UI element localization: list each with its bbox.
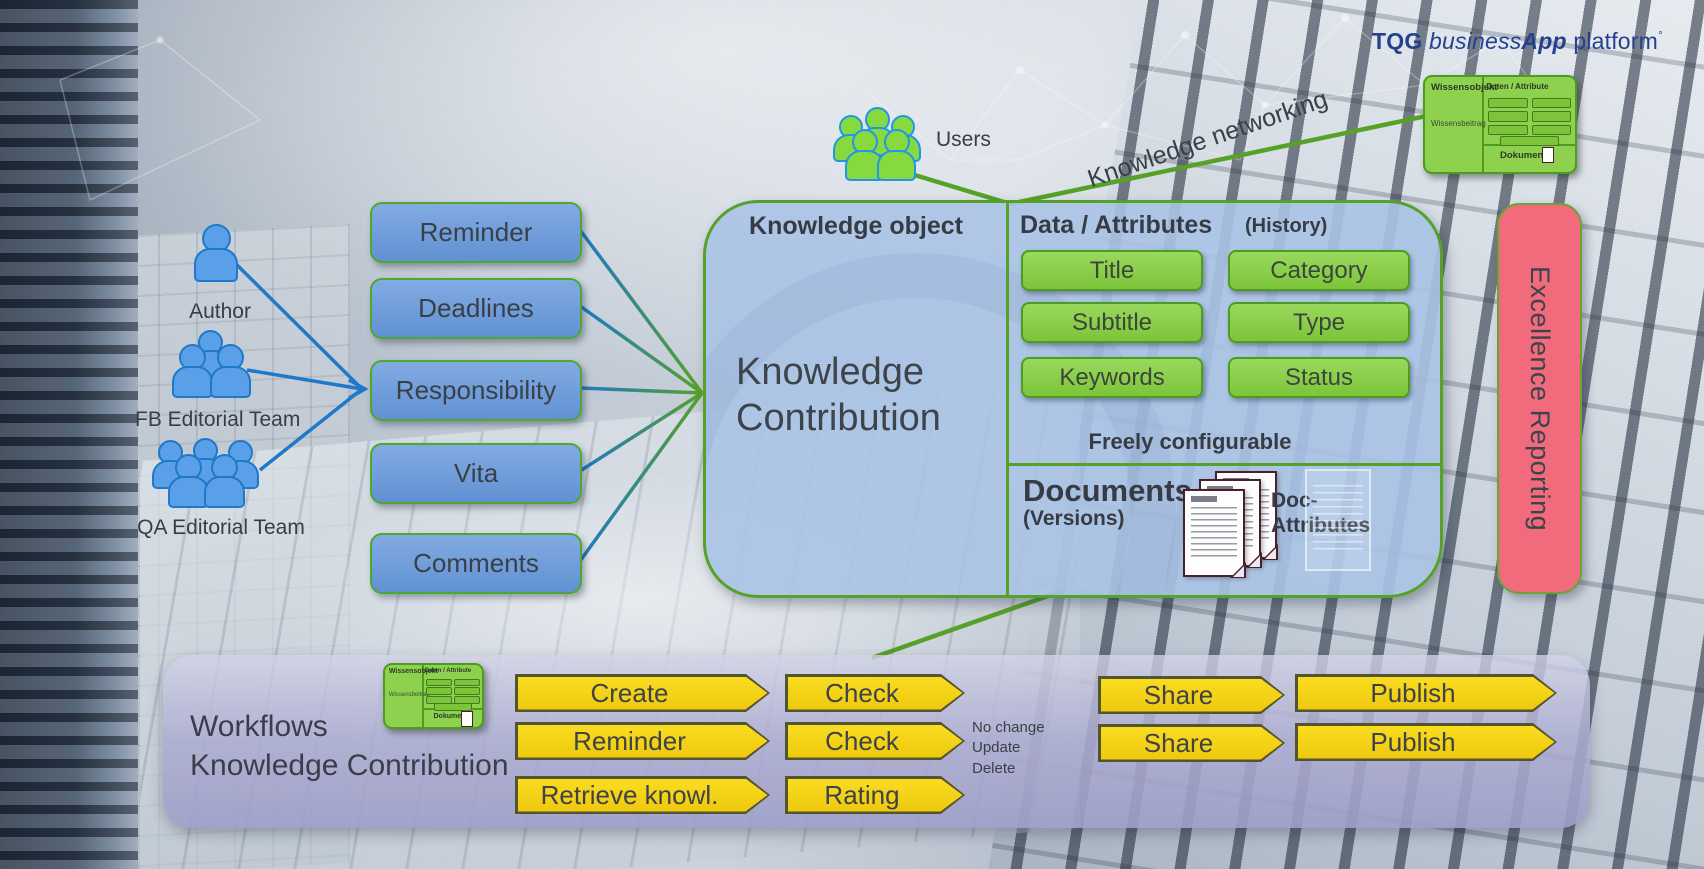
workflow-arrow-rating: Rating [785,776,965,814]
knowledge-contribution-title: Knowledge Contribution [736,351,941,440]
mini-field-chip [425,687,452,695]
mini-document-icon [1542,147,1554,164]
workflow-arrow-publish-1: Publish [1295,674,1557,712]
mini-field-chip [1500,135,1559,147]
mini-field-chip [1531,97,1571,109]
mini-field-chip [1488,124,1528,136]
workflow-arrow-share-2: Share [1098,724,1285,762]
freely-configurable-label: Freely configurable [1088,429,1292,454]
option-box-vita: Vita [370,443,582,504]
workflow-arrow-publish-2: Publish [1295,723,1557,761]
mini-data-label: Daten / Attribute [424,668,472,675]
mini-field-chip [1531,124,1571,136]
horizontal-divider [1009,463,1440,466]
workflow-arrow-share-1: Share [1098,676,1285,714]
field-type: Type [1228,302,1410,343]
mini-document-icon [460,710,473,727]
network-constellation-lines [59,16,1561,202]
ghost-document-icon [1305,469,1371,571]
workflow-arrow-create: Create [515,674,770,712]
logo-tqg: TQG [1372,28,1423,54]
logo-platform: platform [1573,28,1659,54]
option-box-deadlines: Deadlines [370,278,582,339]
data-attributes-header: Data / Attributes [1020,211,1213,239]
mini-field-chip [1531,111,1571,122]
mini-knowledge-diagram: Wissensobjekt Daten / Attribute Wissensb… [1423,75,1577,174]
excellence-reporting-label: Excellence Reporting [1525,265,1555,532]
excellence-reporting-bar: Excellence Reporting [1497,203,1582,594]
fb-team-icon [172,330,251,400]
mini-field-chip [453,696,481,704]
network-constellation-nodes [156,14,1349,129]
mini-contribution-label: Wissensbeitrag [1431,118,1486,128]
logo-business: business [1429,28,1522,54]
fb-team-label: FB Editorial Team [135,408,301,431]
history-label: (History) [1245,215,1328,237]
workflow-arrow-check-1: Check [785,674,965,712]
check-note: No change Update Delete [972,719,1045,777]
logo-mark: ° [1658,28,1664,42]
option-connector-lines [578,228,704,563]
qa-team-icon [152,438,262,508]
versions-label: (Versions) [1023,506,1125,530]
workflow-arrow-check-2: Check [785,722,965,760]
option-box-comments: Comments [370,533,582,594]
mini-data-label: Daten / Attribute [1486,81,1549,91]
field-subtitle: Subtitle [1021,302,1203,343]
tqg-logo: TQG businessApp platform° [1372,28,1663,55]
users-label: Users [936,128,991,151]
workflows-panel: Workflows Knowledge Contribution Wissens… [163,655,1590,828]
knowledge-object-box: Knowledge object Knowledge Contribution … [703,200,1443,598]
knowledge-object-header: Knowledge object [749,212,963,240]
author-label: Author [189,300,251,323]
mini-field-chip [425,696,452,704]
mini-field-chip [453,687,481,695]
workflow-arrow-reminder: Reminder [515,722,770,760]
users-icon [833,103,925,181]
vertical-divider [1006,203,1009,595]
qa-team-label: QA Editorial Team [137,516,305,539]
field-keywords: Keywords [1021,357,1203,398]
mini-field-chip [1488,111,1528,122]
workflow-arrow-retrieve: Retrieve knowl. [515,776,770,814]
mini-contribution-label: Wissensbeitrag [388,692,430,699]
documents-header: Documents (Versions) [1023,473,1192,530]
author-icon [192,224,238,286]
mini-field-chip [425,678,452,687]
left-dark-tower [0,0,138,869]
field-title: Title [1021,250,1203,291]
option-box-reminder: Reminder [370,202,582,263]
field-status: Status [1228,357,1410,398]
mini-field-chip [1488,97,1528,109]
mini-field-chip [433,703,473,712]
field-category: Category [1228,250,1410,291]
knowledge-networking-label: Knowledge networking [1084,84,1332,194]
mini-field-chip [453,678,481,687]
logo-app: App [1521,28,1567,54]
option-box-responsibility: Responsibility [370,360,582,421]
mini-knowledge-diagram-workflow: Wissensobjekt Daten / Attribute Wissensb… [383,663,484,729]
